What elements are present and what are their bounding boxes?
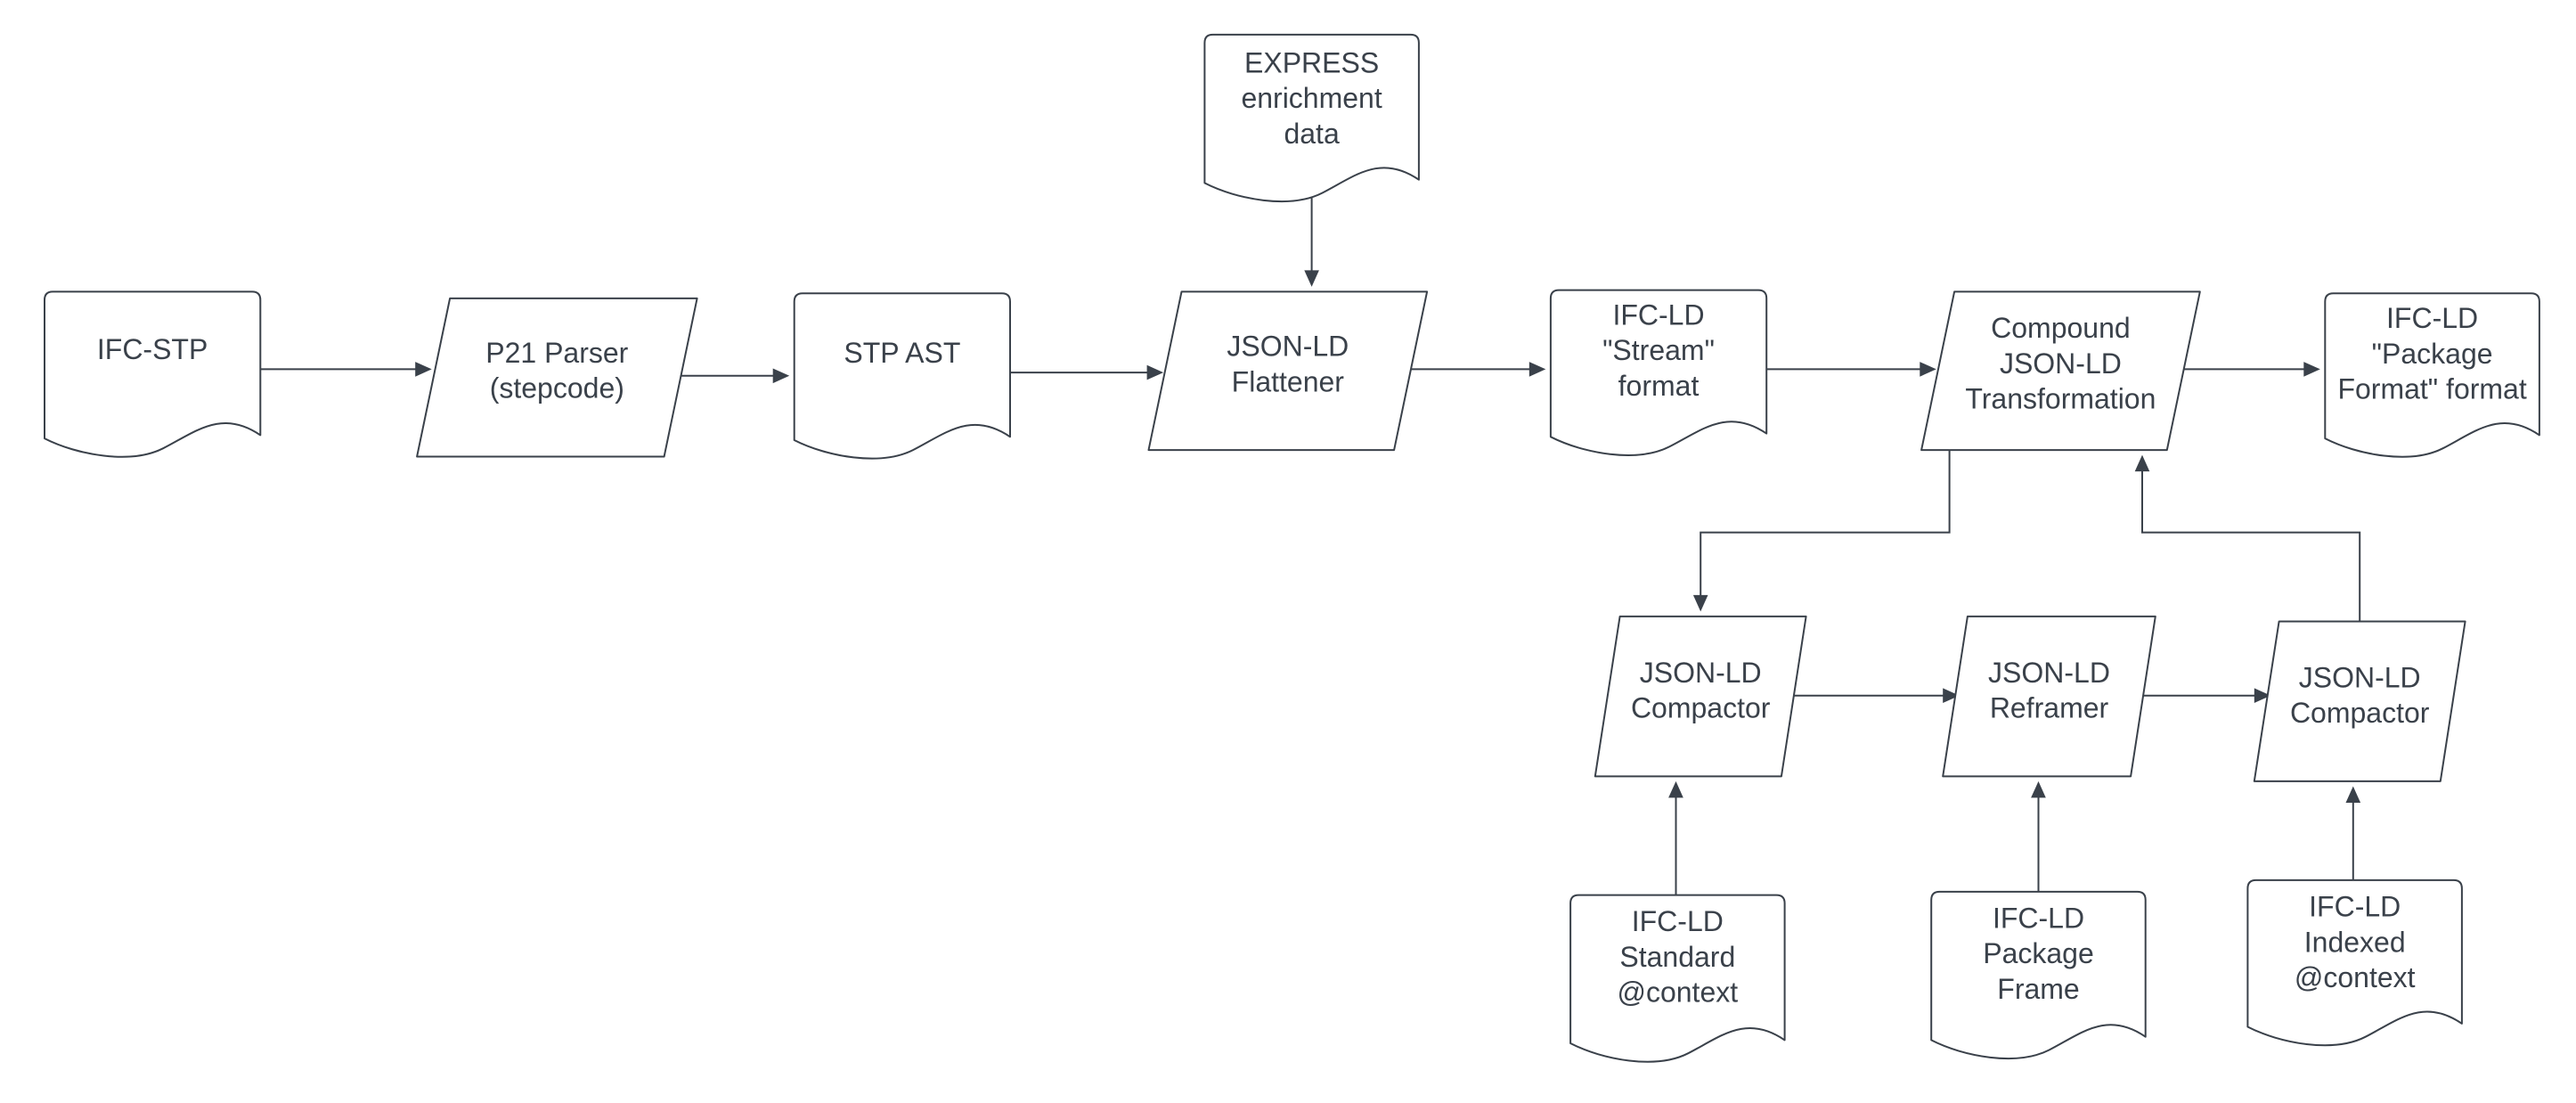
process-shape [1920,290,2201,452]
edge-stream-format-to-compound [1766,362,1936,377]
node-std-context[interactable]: IFC-LD Standard@context [1569,894,1786,1063]
arrowhead [1146,364,1164,380]
node-label-line: STP AST [844,337,960,369]
node-label-line: Compactor [2290,697,2430,729]
node-label-line: "Package [2372,338,2493,370]
edge-line [1700,450,1951,597]
process-shape [1594,615,1807,778]
node-label-line: IFC-LD [1612,298,1704,331]
node-label-line: @context [1617,976,1738,1009]
edge-flattener-to-stream-format [1408,362,1546,377]
node-label-line: EXPRESS [1244,46,1379,78]
node-label-line: Reframer [1990,692,2109,724]
arrowhead [2134,454,2150,472]
node-label-line: JSON-LD [1227,331,1349,363]
node-label-line: IFC-LD [2309,891,2401,923]
node-label-line: IFC-LD [1632,905,1724,937]
nodes-layer: IFC-STP P21 Parser(stepcode) STP AST EXPRES… [44,33,2540,1063]
node-label-line: JSON-LD [1988,657,2110,689]
node-label-line: format [1618,370,1700,402]
arrowhead [2031,780,2046,798]
node-label-line: Compactor [1631,692,1771,724]
node-label-line: enrichment [1241,82,1382,114]
node-label-line: JSON-LD [2000,347,2122,380]
edge-compactor-1-to-reframer [1789,688,1960,703]
arrowhead [772,368,790,384]
edge-stp-ast-to-flattener [1010,364,1164,380]
edge-pkg-frame-to-reframer [2031,780,2046,892]
node-label-line: data [1284,118,1339,150]
document-shape [1203,33,1420,202]
process-shape [1147,290,1429,452]
node-stp-ast[interactable]: STP AST [793,292,1011,460]
edge-line [2141,470,2361,622]
arrowhead [1692,594,1708,612]
node-label-line: @context [2295,961,2416,993]
node-label-line: "Stream" [1602,334,1715,366]
document-shape [1549,289,1768,456]
edge-std-context-to-compactor-1 [1668,780,1683,895]
node-p21-parser[interactable]: P21 Parser(stepcode) [416,297,698,458]
arrowhead [1943,688,1960,703]
document-shape [1569,894,1786,1063]
document-shape [1930,890,2147,1059]
node-label-line: Standard [1619,941,1735,973]
arrowhead [1304,270,1319,287]
node-label-line: Package [1983,937,2094,969]
document-shape [2246,878,2463,1047]
node-label-line: JSON-LD [1640,657,1762,689]
arrowhead [1528,362,1546,377]
node-label-line: IFC-STP [97,333,208,365]
node-ifc-stp[interactable]: IFC-STP [44,290,262,458]
node-label-line: Transformation [1965,383,2156,415]
edges-layer [260,184,2361,895]
edge-p21-parser-to-stp-ast [677,368,790,384]
node-label-line: Compound [1991,312,2131,344]
arrowhead [1920,362,1936,377]
node-label-line: Format" format [2337,373,2526,405]
node-express-data[interactable]: EXPRESS enrichment data [1203,33,1420,202]
edge-ifc-stp-to-p21-parser [260,362,432,377]
node-label-line: Flattener [1232,365,1345,397]
node-stream-format[interactable]: IFC-LD"Stream" format [1549,289,1768,456]
arrowhead [2254,688,2271,703]
process-shape [416,297,698,458]
node-label-line: Indexed [2304,926,2406,958]
arrowhead [2345,786,2361,803]
arrowhead [2303,362,2320,377]
node-label-line: IFC-LD [2386,302,2478,334]
edge-reframer-to-compactor-2 [2135,688,2271,703]
arrowhead [1668,780,1683,798]
node-label-line: (stepcode) [490,372,624,404]
process-shape [1942,615,2156,778]
node-label-line: JSON-LD [2299,661,2421,693]
edge-compound-to-compactor-1 [1692,450,1951,612]
edge-express-data-to-flattener [1304,184,1319,287]
node-label-line: P21 Parser [485,337,628,369]
edge-compound-to-package-format [2183,362,2320,377]
edge-compactor-2-to-compound [2134,454,2361,622]
node-label-line: IFC-LD [1993,903,2084,935]
document-shape [44,290,262,458]
process-shape [2253,620,2466,782]
document-shape [2324,292,2540,458]
node-label-line: Frame [1997,973,2079,1005]
edge-idx-context-to-compactor-2 [2345,786,2361,880]
node-compactor-2[interactable]: JSON-LD Compactor [2253,620,2466,782]
arrowhead [415,362,432,377]
document-shape [793,292,1011,460]
